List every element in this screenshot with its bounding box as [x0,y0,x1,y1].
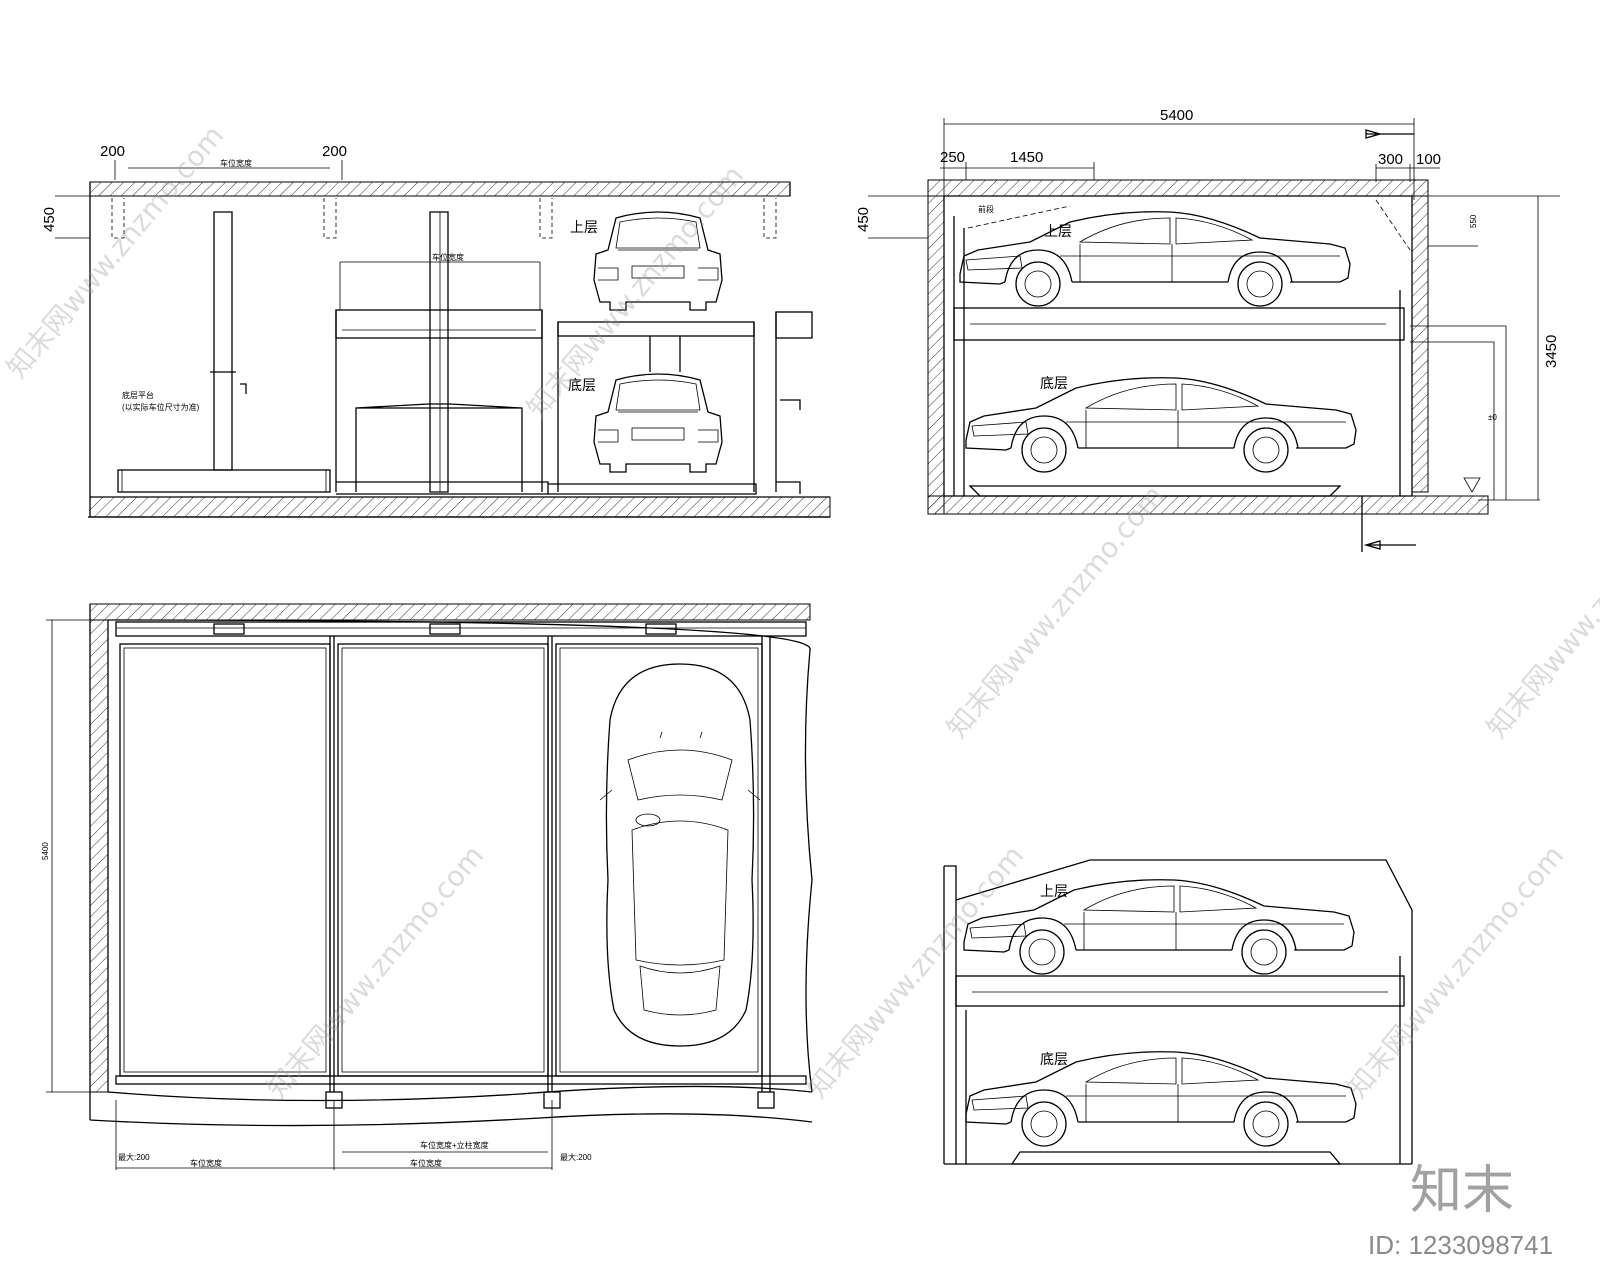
side-level-mark: ±0 [1488,413,1497,422]
front-note-1: 底层平台 [122,390,154,400]
brand-logo: 知末 [1410,1161,1514,1221]
front-lower-label: 底层 [568,378,596,394]
side-dim-550: 550 [1469,214,1478,228]
side-lower-label: 底层 [1040,376,1068,392]
front-note-2: (以实际车位尺寸为准) [122,402,200,412]
plan-note-b: 最大:200 [560,1152,592,1162]
plan-car [599,663,761,1047]
side-dim-100: 100 [1416,151,1441,168]
plan-span-2: 车位宽度 [410,1158,442,1168]
plan-bottom-mid: 车位宽度+立柱宽度 [420,1140,489,1150]
watermark-2: 知末网www.znzmo.com [520,159,750,424]
side-dim-5400: 5400 [1160,107,1193,124]
watermark-6: 知末网www.znzmo.com [1340,839,1570,1104]
plan-view: 5400 车位宽度+立柱宽度 最大:200 最大:200 车位宽度 车位宽度 [41,603,813,1170]
side-view: 5400 250 1450 300 100 450 前段 550 3450 ±0… [855,107,1560,552]
front-dim-200-left: 200 [100,143,125,160]
side-corner-label: 前段 [978,204,994,214]
plan-span-1: 车位宽度 [190,1158,222,1168]
side-dim-250: 250 [940,149,965,166]
plan-note-a: 最大:200 [118,1152,150,1162]
front-dim-450: 450 [41,207,58,232]
side-dim-3450: 3450 [1543,335,1560,368]
front-mid-note: 车位宽度 [432,252,464,262]
side-dim-1450: 1450 [1010,149,1043,166]
front-dim-note: 车位宽度 [220,158,252,168]
front-dim-200-mid: 200 [322,143,347,160]
watermark-7: 知末网www.znzmo.com [1480,479,1600,744]
side-dim-450: 450 [855,207,872,232]
side-dim-300: 300 [1378,151,1403,168]
side-view-2: 上层 底层 [943,859,1413,1165]
watermark-3: 知末网www.znzmo.com [940,479,1170,744]
plan-dim-depth: 5400 [41,842,50,860]
watermark-5: 知末网www.znzmo.com [800,839,1030,1104]
side2-upper-label: 上层 [1040,884,1068,900]
front-upper-label: 上层 [570,220,598,236]
front-view: 200 200 车位宽度 450 底层平台 (以实际车位尺寸为准) 车位宽度 上… [41,143,831,518]
side2-lower-label: 底层 [1040,1052,1068,1068]
image-id: ID: 1233098741 [1368,1230,1553,1260]
side-upper-label: 上层 [1044,224,1072,240]
watermark-4: 知末网www.znzmo.com [260,839,490,1104]
